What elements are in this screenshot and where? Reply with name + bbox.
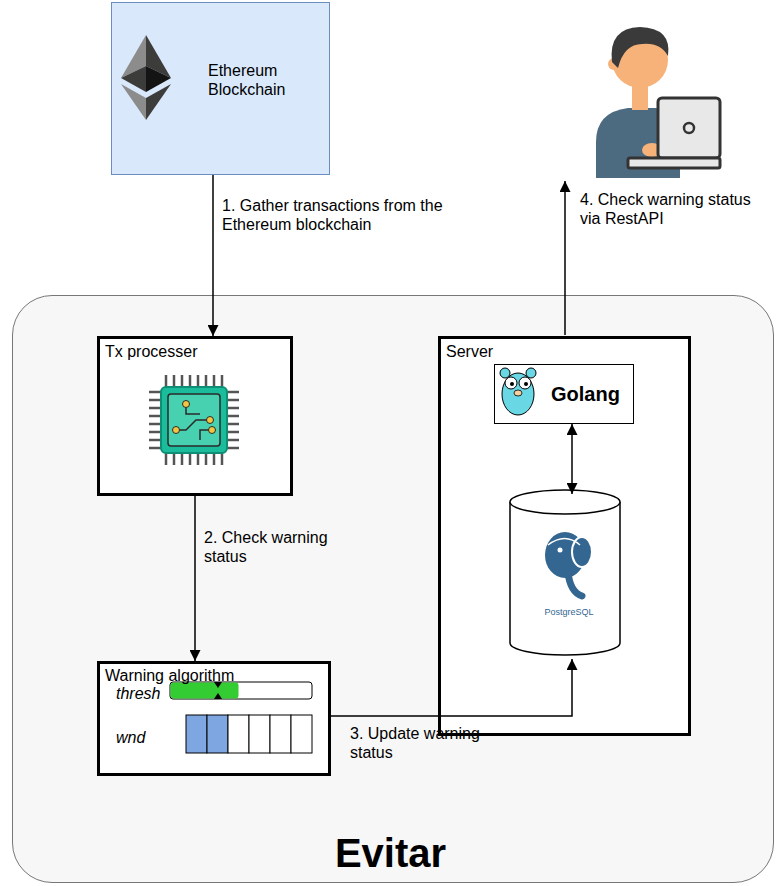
step-label: 4. Check warning status via RestAPI [580, 190, 760, 228]
edge-label: 2. Check warning status [204, 528, 339, 566]
text-holder: PostgreSQL [514, 607, 624, 618]
database-node: PostgreSQL [514, 494, 630, 659]
label-holder: 4. Check warning status via RestAPI [580, 190, 760, 228]
window-cells [186, 715, 312, 753]
text-holder: thresh [116, 684, 160, 703]
label-holder: 3. Update warning status [350, 724, 500, 762]
language-name: Golang [551, 382, 620, 406]
user-icon [596, 27, 720, 178]
flow-arrow [212, 175, 214, 336]
threshold-label: thresh [116, 684, 160, 703]
threshold-bar [170, 682, 312, 699]
window-label: wnd [116, 728, 145, 747]
blockchain-box: Ethereum Blockchain [111, 2, 330, 175]
text-holder: Tx processer [105, 342, 197, 361]
node-title: Server [446, 342, 493, 361]
chip-icon [149, 375, 239, 465]
ethereum-logo [121, 35, 171, 120]
flow-arrow [571, 424, 573, 494]
edge-label: 1. Gather transactions from the Ethereum… [222, 196, 484, 234]
label-holder: 1. Gather transactions from the Ethereum… [222, 196, 484, 234]
system-container: Tx processerWarning algorithmthresh wnd Go… [12, 295, 774, 883]
database-name: PostgreSQL [514, 607, 624, 618]
elephant-logo [544, 531, 592, 596]
node-title: Ethereum Blockchain [208, 61, 323, 99]
edge-label: 3. Update warning status [350, 724, 500, 762]
text-holder: Evitar [13, 829, 768, 877]
process-box: Tx processer [97, 336, 293, 496]
server-box: GolangPostgreSQL Server [438, 336, 691, 736]
api-arrow [564, 181, 566, 335]
node-title: Tx processer [105, 342, 197, 361]
text-holder: Server [446, 342, 493, 361]
flow-arrow [194, 496, 196, 661]
text-holder: Warning algorithm [105, 666, 234, 685]
system-name: Evitar [13, 829, 768, 877]
language-box: Golang [494, 364, 634, 424]
text-holder: Ethereum Blockchain [208, 61, 323, 99]
text-holder: Golang [551, 382, 620, 406]
database-cylinder [510, 490, 620, 655]
gopher-icon [500, 368, 536, 415]
algorithm-box: Warning algorithmthresh wnd [97, 661, 331, 776]
node-title: Warning algorithm [105, 666, 234, 685]
flow-arrow [331, 659, 572, 716]
text-holder: wnd [116, 728, 145, 747]
label-holder: 2. Check warning status [204, 528, 339, 566]
